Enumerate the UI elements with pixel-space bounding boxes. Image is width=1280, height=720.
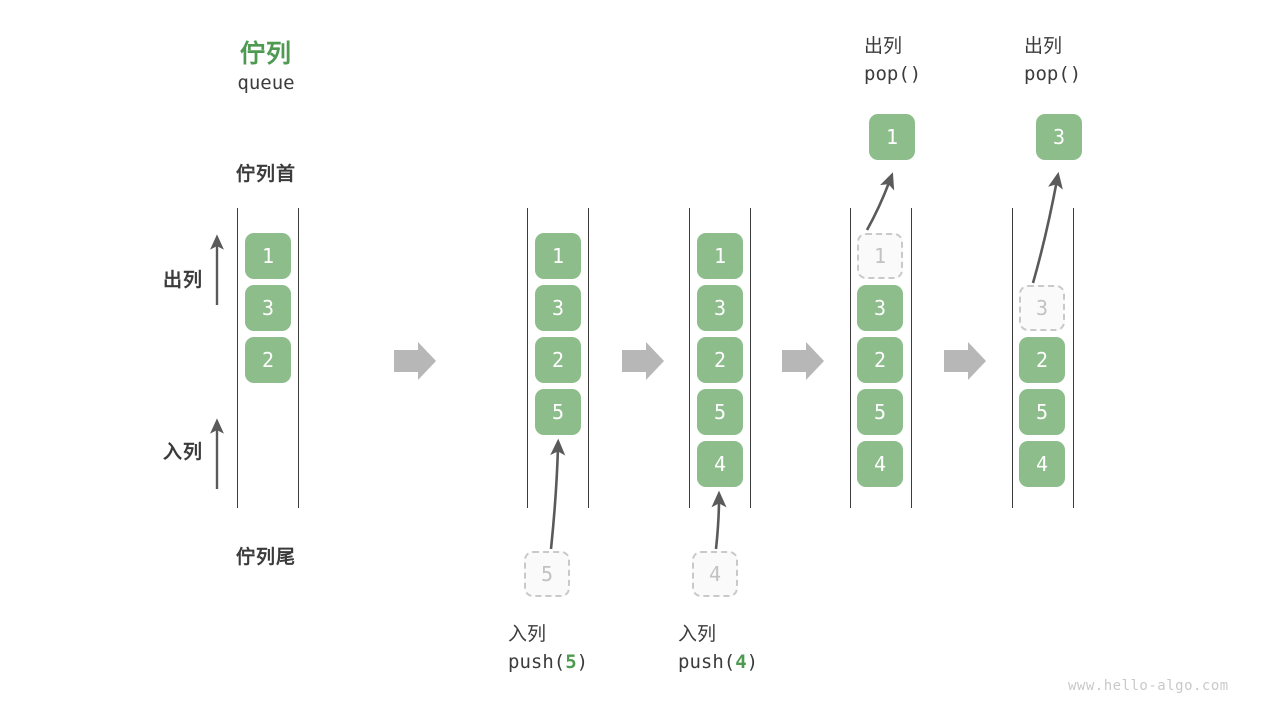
- code-suffix: ): [746, 651, 759, 673]
- code-prefix: push(: [678, 651, 736, 673]
- code-suffix: ): [576, 651, 589, 673]
- flow-arrow-icon: [782, 342, 824, 380]
- operation-label-cn: 入列: [678, 623, 717, 645]
- operation-label-cn: 出列: [1024, 35, 1063, 57]
- queue-cell: 4: [1019, 441, 1065, 487]
- page-title-cn: 佇列: [239, 39, 292, 68]
- incoming-element-ghost: 5: [524, 551, 570, 597]
- operation-label-pop-1: 出列 pop(): [864, 32, 1014, 88]
- queue-cell: 2: [245, 337, 291, 383]
- queue-cell: 3: [245, 285, 291, 331]
- rail-left-stage-push-4: [689, 208, 691, 508]
- push-arrow-icon: [711, 490, 727, 550]
- queue-cell: 1: [245, 233, 291, 279]
- flow-arrow-icon: [944, 342, 986, 380]
- popped-slot-ghost: 1: [857, 233, 903, 279]
- operation-label-pop-3: 出列 pop(): [1024, 32, 1174, 88]
- queue-cell: 2: [535, 337, 581, 383]
- popped-element: 1: [869, 114, 915, 160]
- queue-cell: 2: [1019, 337, 1065, 383]
- queue-cell: 3: [857, 285, 903, 331]
- code-arg: 5: [565, 651, 577, 673]
- rail-right-stage-pop-3: [1073, 208, 1075, 508]
- incoming-element-ghost: 4: [692, 551, 738, 597]
- flow-arrow-icon: [622, 342, 664, 380]
- rail-right-stage-push-4: [750, 208, 752, 508]
- page-title-en: queue: [237, 72, 295, 94]
- queue-cell: 5: [1019, 389, 1065, 435]
- rail-left-stage-pop-1: [850, 208, 852, 508]
- queue-cell: 3: [697, 285, 743, 331]
- popped-element: 3: [1036, 114, 1082, 160]
- popped-slot-ghost: 3: [1019, 285, 1065, 331]
- pop-arrow-icon: [1031, 171, 1063, 284]
- enqueue-direction-label: 入列: [162, 441, 203, 463]
- operation-label-cn: 出列: [864, 35, 903, 57]
- rail-left-stage-push-5: [527, 208, 529, 508]
- queue-tail-label: 佇列尾: [235, 546, 296, 568]
- queue-cell: 1: [535, 233, 581, 279]
- queue-cell: 1: [697, 233, 743, 279]
- operation-label-code: pop(): [864, 63, 922, 85]
- queue-cell: 5: [857, 389, 903, 435]
- operation-label-cn: 入列: [508, 623, 547, 645]
- rail-left-stage-initial: [237, 208, 239, 508]
- flow-arrow-icon: [394, 342, 436, 380]
- queue-cell: 2: [857, 337, 903, 383]
- code-arg: 4: [735, 651, 747, 673]
- watermark: www.hello-algo.com: [1068, 678, 1229, 694]
- queue-cell: 4: [697, 441, 743, 487]
- operation-label-code: push(5): [508, 648, 678, 676]
- rail-right-stage-pop-1: [911, 208, 913, 508]
- pop-arrow-icon: [865, 172, 895, 231]
- rail-right-stage-push-5: [588, 208, 590, 508]
- push-arrow-icon: [549, 438, 566, 550]
- queue-cell: 5: [697, 389, 743, 435]
- rail-left-stage-pop-3: [1012, 208, 1014, 508]
- queue-head-label: 佇列首: [235, 163, 296, 185]
- code-prefix: push(: [508, 651, 566, 673]
- queue-cell: 4: [857, 441, 903, 487]
- operation-label-push-5: 入列 push(5): [508, 620, 678, 676]
- rail-right-stage-initial: [298, 208, 300, 508]
- operation-label-code: pop(): [1024, 63, 1082, 85]
- queue-cell: 5: [535, 389, 581, 435]
- queue-cell: 3: [535, 285, 581, 331]
- operation-label-push-4: 入列 push(4): [678, 620, 848, 676]
- operation-label-code: push(4): [678, 648, 848, 676]
- dequeue-direction-label: 出列: [162, 269, 203, 291]
- queue-cell: 2: [697, 337, 743, 383]
